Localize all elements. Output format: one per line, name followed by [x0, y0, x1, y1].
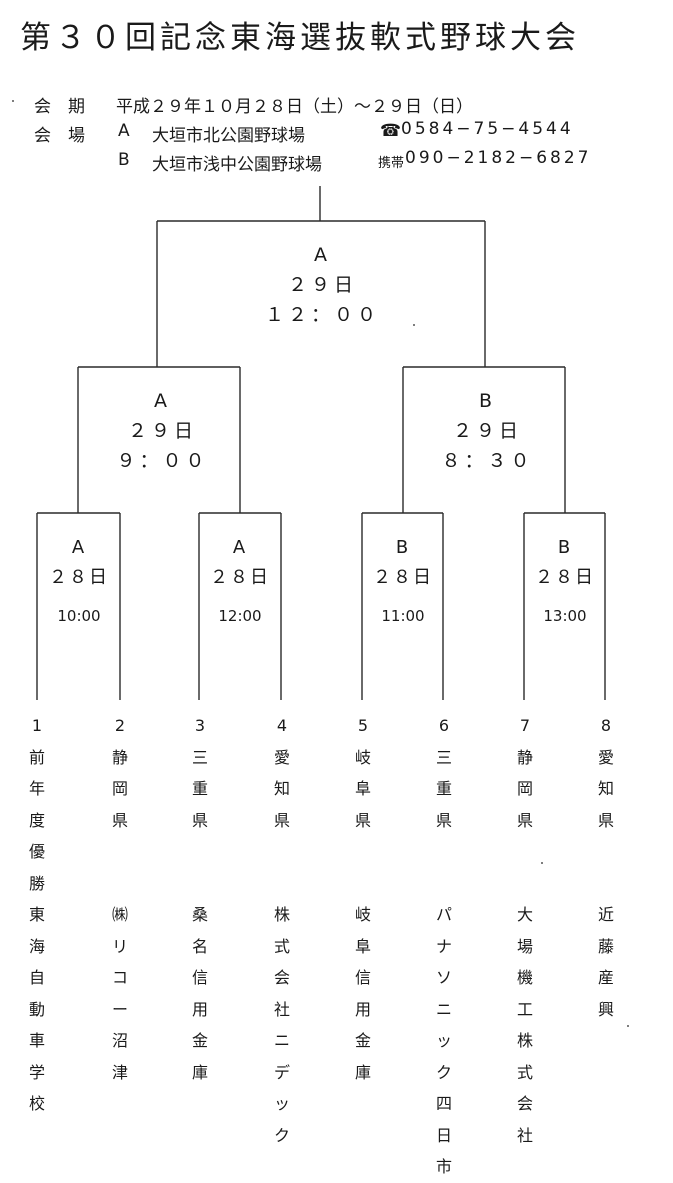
team-4: 4 愛知県 株式会社ニデック	[267, 710, 297, 1151]
team-7-seed: 7	[519, 716, 531, 735]
venue-a-code: A	[118, 121, 130, 141]
r1-game3-venue: B	[395, 537, 411, 558]
r1-game2-date: ２８日	[210, 567, 270, 588]
venue-a-tel: 0584−75−4544	[401, 119, 574, 139]
team-6-seed: 6	[438, 716, 450, 735]
semi-right-venue: B	[478, 390, 497, 412]
team-8-prefecture: 愛知県	[597, 747, 614, 830]
team-3: 3 三重県 桑名信用金庫	[185, 710, 215, 1088]
semi-right-match: B ２９日 ８：３０	[420, 386, 555, 476]
semi-left-match: A ２９日 ９：００	[95, 386, 230, 476]
r1-game3-match: B ２８日 11:00	[363, 533, 443, 631]
venue-a-phone-icon: ☎	[380, 121, 402, 141]
r1-game3-time: 11:00	[381, 607, 425, 625]
page-title: 第３０回記念東海選抜軟式野球大会	[20, 20, 580, 56]
team-5-seed: 5	[357, 716, 369, 735]
team-4-name: 株式会社ニデック	[273, 905, 290, 1145]
team-8-name: 近藤産興	[597, 905, 614, 1019]
semi-left-time: ９：００	[116, 450, 209, 472]
r1-game2-venue: A	[232, 537, 248, 558]
team-7-name: 大場機工株式会社	[516, 905, 533, 1145]
r1-game1-match: A ２８日 10:00	[39, 533, 119, 631]
final-date: ２９日	[287, 274, 357, 296]
r1-game1-date: ２８日	[49, 567, 109, 588]
semi-left-date: ２９日	[127, 420, 197, 442]
final-match: A ２９日 １２：００	[260, 240, 385, 330]
scan-speck	[541, 862, 543, 864]
r1-game1-time: 10:00	[57, 607, 101, 625]
r1-game3-date: ２８日	[373, 567, 433, 588]
r1-game4-match: B ２８日 13:00	[525, 533, 605, 631]
scan-speck	[413, 324, 415, 326]
r1-game2-match: A ２８日 12:00	[200, 533, 280, 631]
team-1-prefecture: 前年度優勝	[28, 747, 45, 893]
team-1: 1 前年度優勝 東海自動車学校	[22, 710, 52, 1120]
venue-a-name: 大垣市北公園野球場	[152, 126, 305, 146]
team-1-name: 東海自動車学校	[28, 905, 45, 1113]
r1-game4-venue: B	[557, 537, 573, 558]
semi-left-venue: A	[154, 390, 171, 412]
r1-game1-venue: A	[71, 537, 87, 558]
venue-b-tel: 090−2182−6827	[405, 148, 592, 168]
r1-game2-time: 12:00	[218, 607, 262, 625]
venue-label: 会 場	[34, 126, 85, 146]
venue-b-mobile-icon: 携帯	[378, 156, 405, 171]
team-4-seed: 4	[276, 716, 288, 735]
team-6-prefecture: 三重県	[435, 747, 452, 830]
venue-b-code: B	[118, 150, 130, 170]
venue-b-name: 大垣市浅中公園野球場	[152, 155, 322, 175]
team-6: 6 三重県 パナソニック四日市	[429, 710, 459, 1183]
scan-speck	[627, 1025, 629, 1027]
team-7: 7 静岡県 大場機工株式会社	[510, 710, 540, 1151]
team-2-seed: 2	[114, 716, 126, 735]
team-1-seed: 1	[31, 716, 43, 735]
period-value: 平成２９年１０月２８日（土）～２９日（日）	[116, 97, 473, 117]
team-5-name: 岐阜信用金庫	[354, 905, 371, 1082]
team-3-name: 桑名信用金庫	[191, 905, 208, 1082]
team-6-name: パナソニック四日市	[435, 905, 452, 1176]
semi-right-time: ８：３０	[441, 450, 534, 472]
team-8: 8 愛知県 近藤産興	[591, 710, 621, 1025]
period-label: 会 期	[34, 97, 85, 117]
r1-game4-time: 13:00	[543, 607, 587, 625]
team-7-prefecture: 静岡県	[516, 747, 533, 830]
team-3-seed: 3	[194, 716, 206, 735]
final-time: １２：００	[264, 304, 380, 326]
r1-game4-date: ２８日	[535, 567, 595, 588]
team-5: 5 岐阜県 岐阜信用金庫	[348, 710, 378, 1088]
scan-speck	[12, 100, 14, 102]
final-venue: A	[314, 244, 331, 266]
team-2-prefecture: 静岡県	[111, 747, 128, 830]
team-8-seed: 8	[600, 716, 612, 735]
team-2: 2 静岡県 ㈱リコー沼津	[105, 710, 135, 1088]
team-3-prefecture: 三重県	[191, 747, 208, 830]
semi-right-date: ２９日	[452, 420, 522, 442]
team-4-prefecture: 愛知県	[273, 747, 290, 830]
team-2-name: ㈱リコー沼津	[111, 905, 128, 1082]
team-5-prefecture: 岐阜県	[354, 747, 371, 830]
